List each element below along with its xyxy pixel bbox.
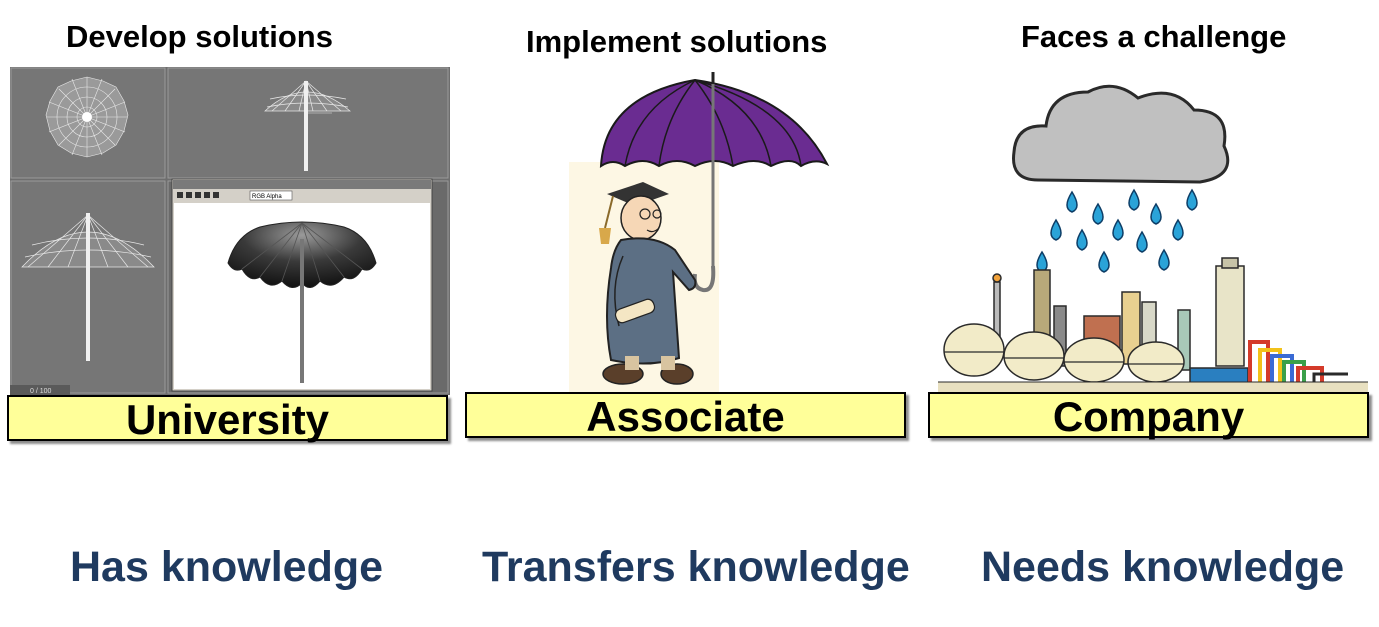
heading-develop-solutions: Develop solutions: [66, 19, 333, 54]
associate-label: Associate: [586, 393, 785, 440]
heading-implement-solutions: Implement solutions: [526, 24, 828, 59]
factory-under-rain-cloud-icon: [938, 70, 1368, 396]
graduate-with-umbrella-icon: [565, 68, 835, 394]
alpha-channel-select[interactable]: RGB Alpha: [252, 194, 282, 200]
university-label-box: University: [7, 395, 448, 441]
company-label-box: Company: [928, 392, 1369, 438]
company-label: Company: [1052, 393, 1245, 440]
cad-status-text: 0 / 100: [30, 388, 52, 395]
footer-transfers-knowledge: Transfers knowledge: [482, 543, 910, 591]
cad-umbrella-render-icon: RGB Alpha 0 / 100: [10, 67, 450, 395]
footer-needs-knowledge: Needs knowledge: [981, 543, 1345, 591]
footer-has-knowledge: Has knowledge: [70, 543, 384, 591]
heading-faces-a-challenge: Faces a challenge: [1021, 19, 1287, 54]
university-label: University: [125, 396, 330, 443]
associate-label-box: Associate: [465, 392, 906, 438]
